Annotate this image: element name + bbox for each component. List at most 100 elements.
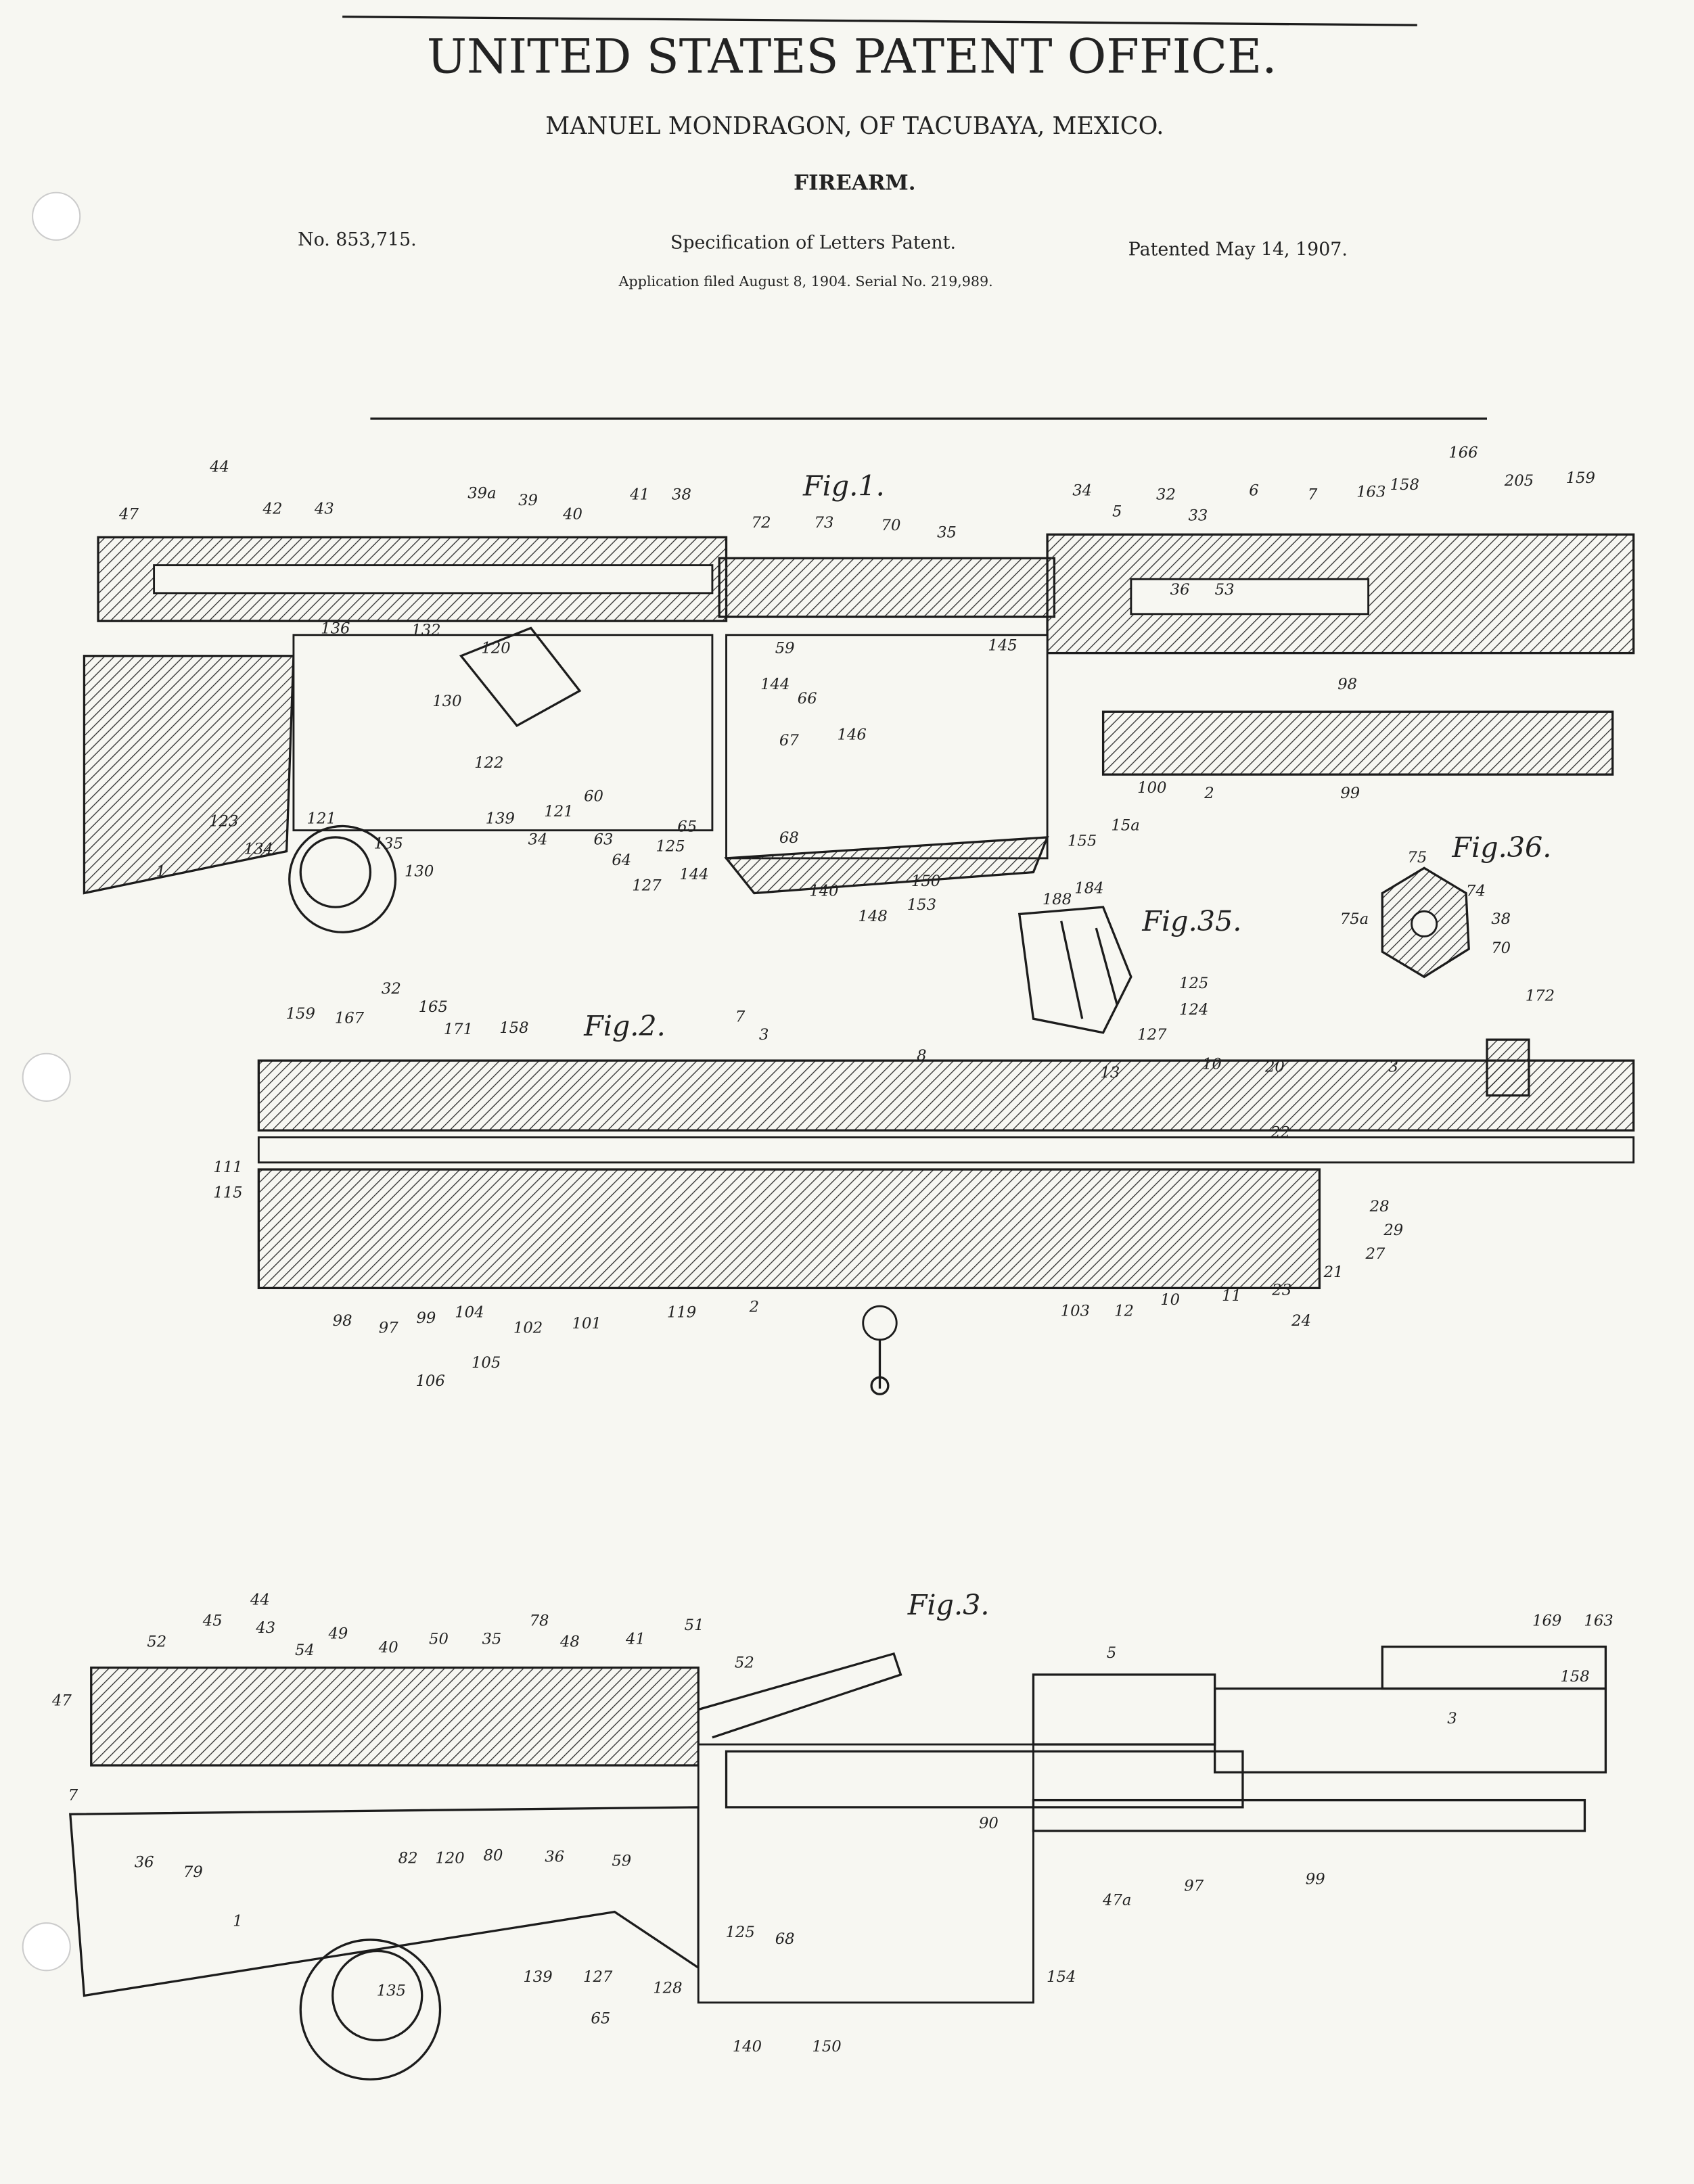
reference-numeral: 172 xyxy=(1526,987,1555,1004)
reference-numeral: 66 xyxy=(798,690,817,707)
reference-numeral: 159 xyxy=(1566,469,1595,487)
reference-numeral: 13 xyxy=(1100,1064,1120,1082)
reference-numeral: 50 xyxy=(429,1631,449,1648)
reference-numeral: 52 xyxy=(735,1654,754,1672)
reference-numeral: 29 xyxy=(1383,1222,1403,1239)
reference-numeral: 36 xyxy=(545,1848,564,1865)
reference-numeral: 32 xyxy=(1156,486,1176,504)
reference-numeral: 59 xyxy=(612,1853,631,1870)
reference-numeral: 119 xyxy=(667,1304,696,1322)
reference-numeral: 21 xyxy=(1323,1263,1344,1281)
reference-numeral: 75a xyxy=(1340,910,1369,928)
reference-numeral: 159 xyxy=(286,1005,315,1023)
patented-date: Patented May 14, 1907. xyxy=(1128,239,1348,260)
reference-numeral: 90 xyxy=(979,1815,999,1832)
reference-numeral: 125 xyxy=(656,838,685,856)
inventor-line: MANUEL MONDRAGON, OF TACUBAYA, MEXICO. xyxy=(545,112,1164,140)
reference-numeral: 99 xyxy=(416,1309,436,1327)
reference-numeral: 145 xyxy=(988,636,1017,654)
reference-numeral: 154 xyxy=(1047,1968,1076,1986)
reference-numeral: 47 xyxy=(118,506,139,524)
reference-numeral: 166 xyxy=(1448,444,1478,462)
reference-numeral: 165 xyxy=(419,998,448,1016)
reference-numeral: 7 xyxy=(68,1787,78,1805)
reference-numeral: 36 xyxy=(1170,581,1190,599)
figure-3 xyxy=(69,1645,1607,2081)
binder-hole xyxy=(22,1052,71,1102)
reference-numeral: 1 xyxy=(156,863,166,881)
reference-numeral: 79 xyxy=(183,1863,203,1881)
reference-numeral: 42 xyxy=(262,500,283,517)
reference-numeral: 130 xyxy=(405,863,434,881)
reference-numeral: 135 xyxy=(374,835,403,852)
reference-numeral: 188 xyxy=(1043,891,1072,908)
reference-numeral: 47 xyxy=(51,1692,72,1709)
reference-numeral: 136 xyxy=(321,620,350,638)
reference-numeral: 120 xyxy=(481,640,510,657)
reference-numeral: 44 xyxy=(250,1591,270,1609)
application-line: Application filed August 8, 1904. Serial… xyxy=(618,273,993,289)
specification-label: Specification of Letters Patent. xyxy=(670,232,956,253)
reference-numeral: 68 xyxy=(775,1930,795,1948)
reference-numeral: 144 xyxy=(679,866,708,883)
reference-numeral: 74 xyxy=(1466,883,1486,900)
reference-numeral: 72 xyxy=(752,514,771,532)
reference-numeral: 139 xyxy=(486,810,515,827)
reference-numeral: 123 xyxy=(209,812,238,830)
reference-numeral: 64 xyxy=(612,852,631,869)
reference-numeral: 70 xyxy=(1491,939,1511,957)
reference-numeral: 205 xyxy=(1504,472,1534,490)
reference-numeral: 104 xyxy=(455,1304,484,1322)
reference-numeral: 155 xyxy=(1068,832,1097,850)
reference-numeral: 2 xyxy=(749,1298,759,1316)
reference-numeral: 103 xyxy=(1061,1303,1090,1320)
reference-numeral: 98 xyxy=(333,1312,352,1330)
reference-numeral: 73 xyxy=(815,514,834,532)
binder-hole xyxy=(32,191,81,241)
reference-numeral: 169 xyxy=(1532,1612,1561,1630)
reference-numeral: 36 xyxy=(135,1854,154,1872)
reference-numeral: 140 xyxy=(809,883,838,900)
reference-numeral: 3 xyxy=(1389,1059,1398,1076)
reference-numeral: 23 xyxy=(1271,1282,1291,1299)
figure-2 xyxy=(257,1038,1635,1395)
reference-numeral: 97 xyxy=(379,1319,398,1337)
reference-numeral: 150 xyxy=(812,2038,841,2055)
reference-numeral: 163 xyxy=(1584,1612,1613,1630)
reference-numeral: 20 xyxy=(1264,1059,1285,1076)
reference-numeral: 144 xyxy=(760,676,789,693)
reference-numeral: 41 xyxy=(625,1631,645,1648)
reference-numeral: 111 xyxy=(213,1159,242,1176)
reference-numeral: 101 xyxy=(572,1315,601,1332)
reference-numeral: 7 xyxy=(1308,486,1318,504)
reference-numeral: 3 xyxy=(1447,1710,1457,1727)
reference-numeral: 45 xyxy=(202,1612,223,1630)
reference-numeral: 24 xyxy=(1291,1312,1311,1330)
reference-numeral: 127 xyxy=(632,877,662,894)
reference-numeral: 171 xyxy=(444,1021,473,1038)
reference-numeral: 12 xyxy=(1114,1303,1134,1320)
reference-numeral: 98 xyxy=(1337,676,1357,693)
reference-numeral: 8 xyxy=(917,1047,926,1065)
fig35-title: Fig.35. xyxy=(1141,905,1241,937)
reference-numeral: 15a xyxy=(1111,817,1139,835)
reference-numeral: 65 xyxy=(677,818,697,836)
reference-numeral: 121 xyxy=(544,803,573,820)
reference-numeral: 132 xyxy=(411,622,440,639)
reference-numeral: 10 xyxy=(1160,1291,1180,1309)
reference-numeral: 35 xyxy=(937,524,957,541)
binder-hole xyxy=(22,1922,71,1972)
reference-numeral: 130 xyxy=(432,693,461,710)
reference-numeral: 167 xyxy=(335,1009,365,1027)
reference-numeral: 120 xyxy=(435,1849,464,1867)
reference-numeral: 67 xyxy=(779,732,799,749)
reference-numeral: 100 xyxy=(1137,779,1166,797)
reference-numeral: 99 xyxy=(1306,1870,1325,1888)
reference-numeral: 52 xyxy=(147,1633,166,1651)
reference-numeral: 5 xyxy=(1107,1644,1116,1662)
reference-numeral: 127 xyxy=(1137,1026,1167,1044)
reference-numeral: 11 xyxy=(1222,1287,1241,1305)
reference-numeral: 70 xyxy=(882,517,901,534)
top-rule xyxy=(342,16,1417,26)
